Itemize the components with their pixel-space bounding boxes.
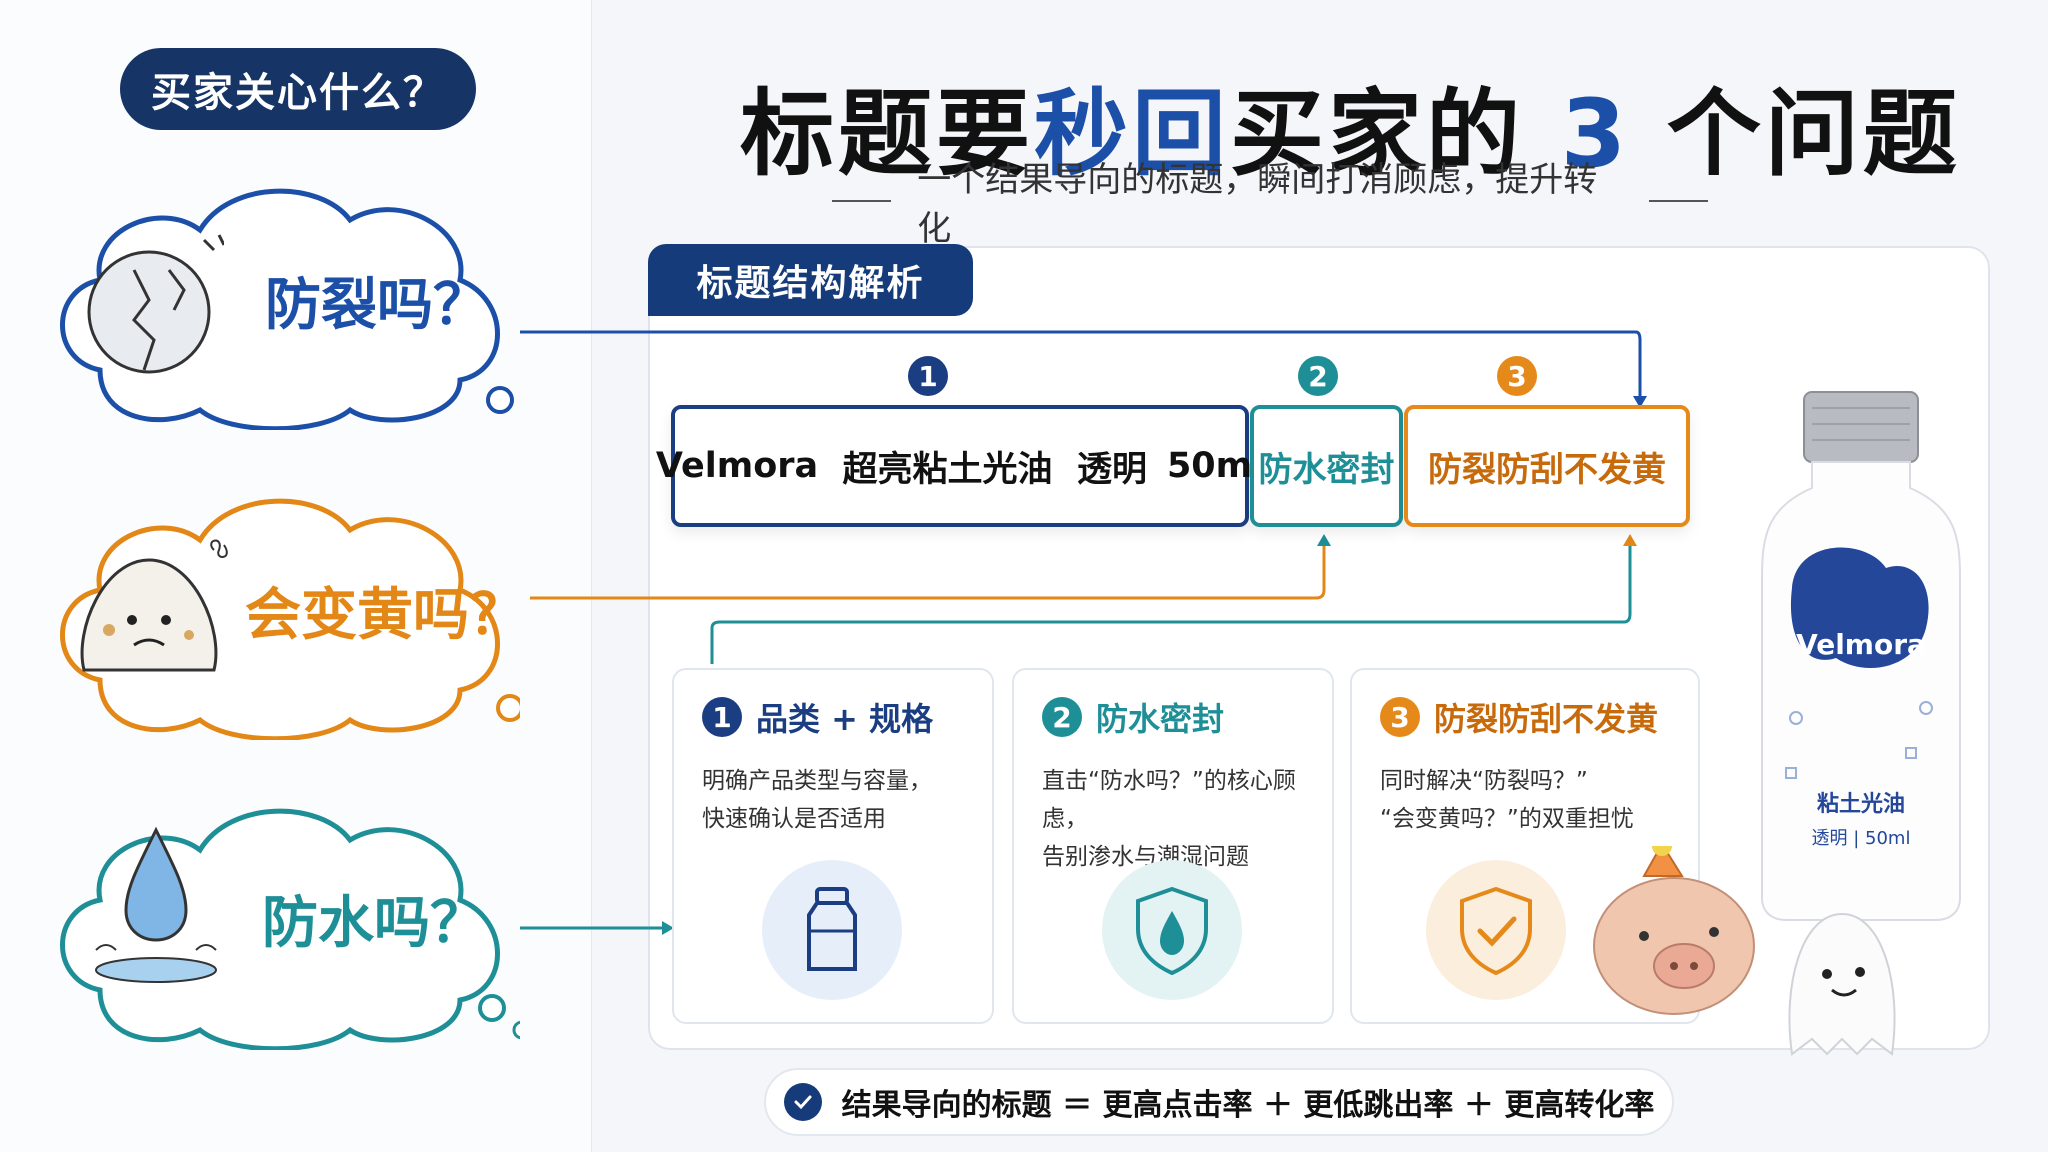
feature-title: 品类 + 规格 [756,700,934,738]
segment-brand: Velmora [655,446,819,486]
segment-spec: 透明 [1076,449,1147,490]
segment-size: 50ml [1166,446,1265,486]
cloud-waterproof-question: 防水吗？ [30,780,520,1050]
title-segment-category: Velmora 超亮粘土光油 透明 50ml [656,405,1264,527]
feature-desc: 同时解决“防裂吗？” “会变黄吗？”的双重担忧 [1380,762,1660,838]
feature-head: 1 品类 + 规格 [702,694,933,740]
feature-desc-line1: 直击“防水吗？”的核心顾虑， [1042,768,1296,832]
step-number-2: 2 [1298,356,1338,396]
feature-desc: 直击“防水吗？”的核心顾虑， 告别渗水与潮湿问题 [1042,762,1322,876]
subtitle-text: 一个结果导向的标题，瞬间打消顾虑，提升转化 [917,160,1598,249]
step-number-3: 3 [1497,356,1537,396]
waterdrop-shield-icon [1102,860,1242,1000]
product-bottle: Velmora 粘土光油 透明 | 50ml [1756,388,1966,928]
cloud-crack-question: 防裂吗？ [30,160,520,430]
buyer-concern-pill: 买家关心什么？ [120,48,476,130]
checkmark-icon [783,1083,822,1121]
title-segment-waterproof: 防水密封 [1250,405,1403,527]
feature-desc-line2: 快速确认是否适用 [702,806,886,832]
cracked-egg-icon [87,234,224,374]
bottom-summary-text: 结果导向的标题 ＝ 更高点击率 ＋ 更低跳出率 ＋ 更高转化率 [841,1088,1655,1123]
feature-number: 1 [702,697,742,737]
feature-head: 3 防裂防刮不发黄 [1380,694,1658,740]
feature-title: 防水密封 [1096,700,1225,738]
bottle-brand: Velmora [1796,628,1926,661]
feature-desc-line1: 明确产品类型与容量， [702,768,932,794]
clay-pig-figure-icon [1593,846,1755,1015]
bottle-spec-text: 透明 [1811,828,1848,849]
bottle-illustration [1761,391,1961,921]
subtitle-dash-left [832,200,892,202]
question-yellowing: 会变黄吗？ [245,583,525,648]
feature-desc: 明确产品类型与容量， 快速确认是否适用 [702,762,982,838]
bottom-summary-bar: 结果导向的标题 ＝ 更高点击率 ＋ 更低跳出率 ＋ 更高转化率 [764,1068,1674,1136]
feature-card-category: 1 品类 + 规格 明确产品类型与容量， 快速确认是否适用 [672,668,994,1024]
title-segment-anticrack: 防裂防刮不发黄 [1404,405,1690,527]
title-part2: 买家的 [1230,80,1525,189]
clay-ghost-figure-icon [1788,912,1896,1056]
subtitle-dash-right [1648,200,1708,202]
feature-number: 3 [1380,697,1420,737]
title-number: 3 [1560,80,1631,189]
feature-number: 2 [1042,697,1082,737]
worried-clay-blob-icon [80,539,228,672]
title-part1: 标题要 [740,80,1035,189]
feature-desc-line2: “会变黄吗？”的双重担忧 [1380,806,1634,832]
step-number-1: 1 [908,356,948,396]
main-title: 标题要秒回买家的 3 个问题 [740,58,1957,194]
feature-card-anticrack: 3 防裂防刮不发黄 同时解决“防裂吗？” “会变黄吗？”的双重担忧 [1350,668,1700,1024]
bottle-icon [762,860,902,1000]
feature-card-waterproof: 2 防水密封 直击“防水吗？”的核心顾虑， 告别渗水与潮湿问题 [1012,668,1334,1024]
feature-head: 2 防水密封 [1042,694,1224,740]
thought-cloud-orange [60,498,520,740]
title-highlight: 秒回 [1034,80,1231,189]
feature-title: 防裂防刮不发黄 [1434,700,1659,738]
section-tab: 标题结构解析 [648,244,973,316]
segment-product: 超亮粘土光油 [842,449,1053,490]
bottle-size: 50ml [1865,828,1911,849]
question-waterproof: 防水吗？ [262,891,486,956]
left-panel: 买家关心什么？ 防裂吗？ 会变黄 [0,0,592,1152]
bottle-product-name: 粘土光油 [1816,792,1905,817]
check-shield-icon [1426,860,1566,1000]
bottle-spec: 透明 | 50ml [1811,828,1911,849]
feature-desc-line1: 同时解决“防裂吗？” [1380,768,1588,794]
subtitle: 一个结果导向的标题，瞬间打消顾虑，提升转化 [832,160,1708,249]
cloud-yellowing-question: 会变黄吗？ [30,470,525,740]
question-crack: 防裂吗？ [265,273,489,338]
title-part3: 个问题 [1666,80,1961,189]
water-drop-splash-icon [95,826,217,983]
